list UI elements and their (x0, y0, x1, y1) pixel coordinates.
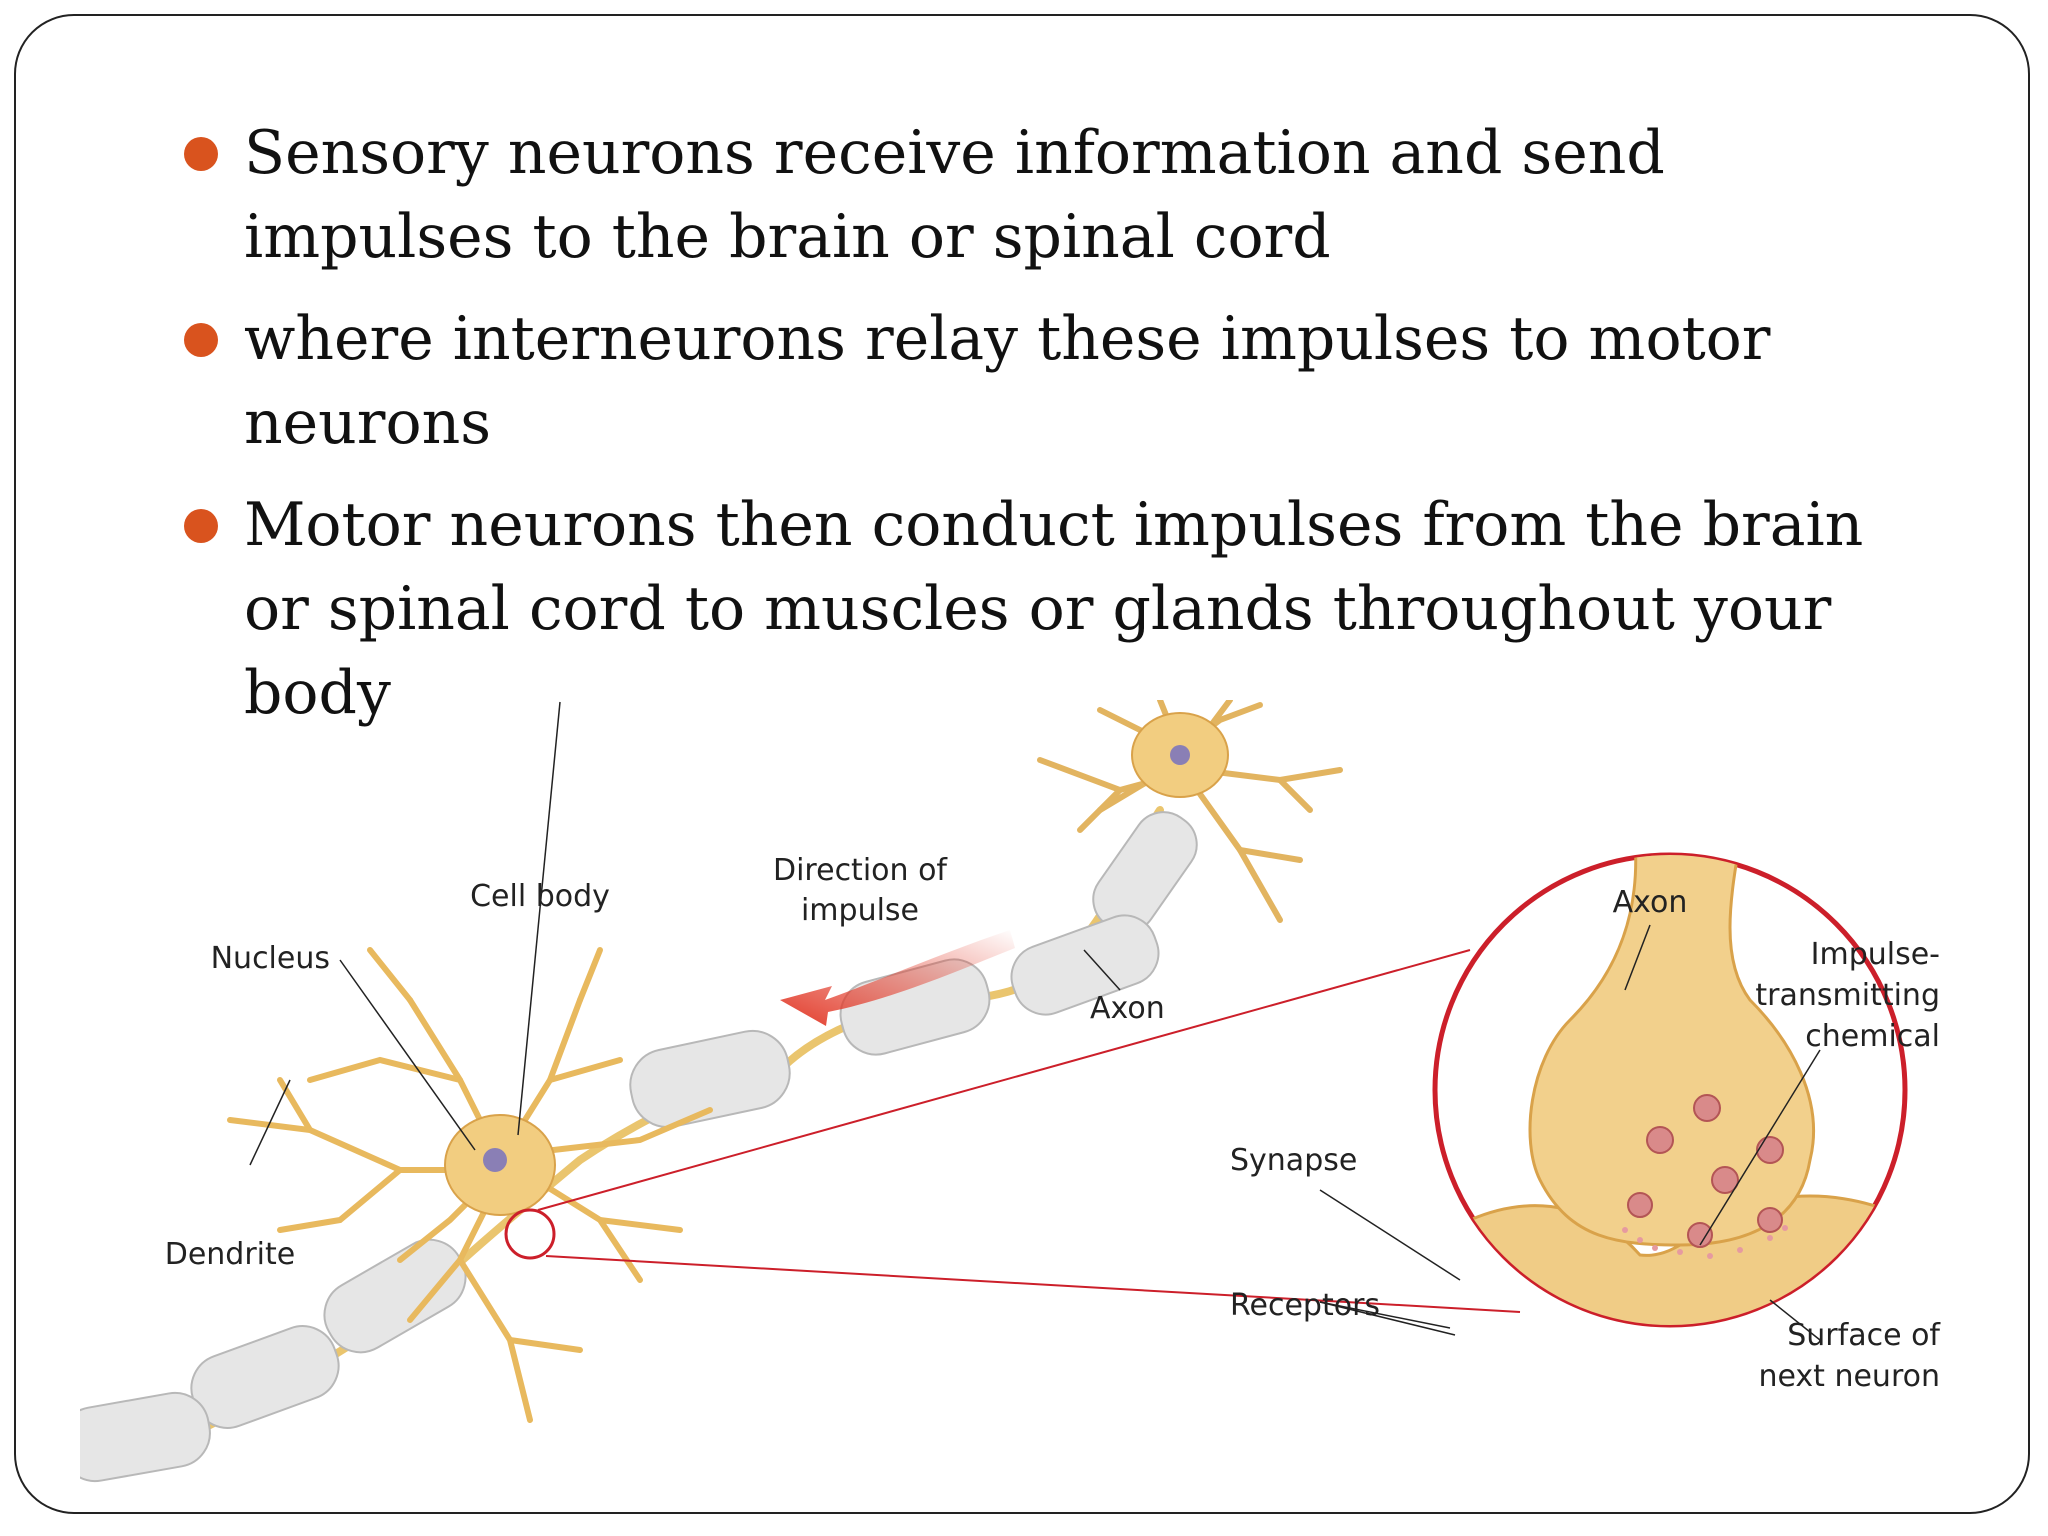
neuron-diagram: Direction of impulse Cell body Nucleus A… (80, 700, 1941, 1483)
impulse-direction-arrow (780, 930, 1015, 1026)
label-surface-line2: next neuron (1758, 1359, 1940, 1394)
chemical-dots (1622, 1225, 1788, 1259)
label-cell-body: Cell body (470, 879, 610, 914)
label-receptors: Receptors (1230, 1288, 1380, 1323)
bullet-dot-icon (184, 509, 218, 543)
label-axon-zoom: Axon (1613, 885, 1688, 920)
label-axon-main: Axon (1090, 991, 1165, 1026)
bullet-dot-icon (184, 323, 218, 357)
label-direction-line2: impulse (801, 893, 919, 928)
label-impulse-line1: Impulse- (1811, 937, 1940, 972)
bullet-text: Sensory neurons receive information and … (244, 118, 1665, 272)
label-nucleus: Nucleus (211, 941, 330, 976)
bullet-list: Sensory neurons receive information and … (184, 111, 1904, 753)
upper-nucleus (1170, 745, 1190, 765)
label-dendrite: Dendrite (165, 1237, 296, 1272)
zoom-line-bottom (545, 1255, 1521, 1313)
bullet-item: Sensory neurons receive information and … (184, 111, 1904, 279)
bullet-dot-icon (184, 137, 218, 171)
lower-nucleus (483, 1148, 507, 1172)
bullet-item: where interneurons relay these impulses … (184, 297, 1904, 465)
axon-terminal (1528, 855, 1815, 1247)
slide-frame: Sensory neurons receive information and … (14, 14, 2030, 1514)
zoom-line-top (537, 949, 1471, 1211)
magnify-small-circle (504, 1208, 556, 1260)
label-impulse-line3: chemical (1805, 1019, 1940, 1054)
leader-lines (249, 701, 1821, 1341)
myelin-sheaths (80, 811, 1198, 1483)
label-impulse-line2: transmitting (1755, 978, 1940, 1013)
label-direction-line1: Direction of (773, 853, 948, 888)
label-synapse: Synapse (1230, 1143, 1357, 1178)
bullet-item: Motor neurons then conduct impulses from… (184, 483, 1904, 735)
vesicles (1627, 1094, 1784, 1248)
label-surface-line1: Surface of (1787, 1318, 1941, 1353)
bullet-text: where interneurons relay these impulses … (244, 304, 1771, 458)
bullet-text: Motor neurons then conduct impulses from… (244, 490, 1864, 728)
